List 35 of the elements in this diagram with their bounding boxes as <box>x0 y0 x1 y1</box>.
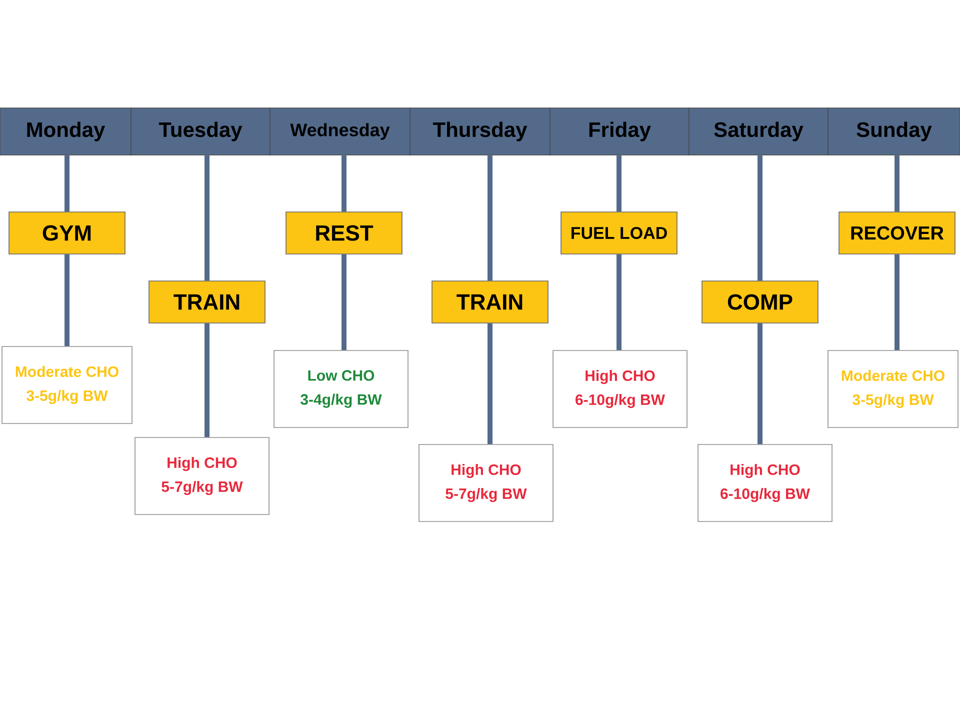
connector-line <box>488 323 492 444</box>
day-header: Wednesday <box>270 108 410 156</box>
connector-line <box>342 254 346 350</box>
connector-line <box>616 254 622 350</box>
intake-box: Low CHO 3-4g/kg BW <box>274 350 408 428</box>
connector-line <box>488 155 492 281</box>
day-header: Sunday <box>828 108 960 156</box>
connector-line <box>64 254 70 346</box>
connector-line <box>204 155 210 281</box>
intake-box: High CHO 6-10g/kg BW <box>552 350 688 428</box>
activity-box: RECOVER <box>838 212 956 254</box>
connector-line <box>616 155 622 212</box>
intake-box: High CHO 5-7g/kg BW <box>418 444 554 522</box>
day-header: Friday <box>550 108 690 156</box>
intake-box: High CHO 6-10g/kg BW <box>698 444 832 522</box>
day-header: Thursday <box>410 108 550 156</box>
activity-box: REST <box>286 212 402 254</box>
activity-box: FUEL LOAD <box>560 212 678 254</box>
connector-line <box>342 155 346 212</box>
connector-line <box>64 155 70 212</box>
activity-box: COMP <box>702 280 818 324</box>
intake-box: Moderate CHO 3-5g/kg BW <box>2 346 132 424</box>
activity-box: GYM <box>8 212 126 254</box>
connector-line <box>894 254 900 350</box>
activity-box: TRAIN <box>148 280 266 324</box>
connector-line <box>758 323 763 444</box>
connector-line <box>758 155 763 281</box>
intake-box: High CHO 5-7g/kg BW <box>134 437 270 515</box>
connector-line <box>204 323 210 438</box>
day-header: Saturday <box>688 108 828 156</box>
intake-box: Moderate CHO 3-5g/kg BW <box>828 350 958 428</box>
day-header: Tuesday <box>130 108 270 156</box>
activity-box: TRAIN <box>432 280 548 324</box>
day-header: Monday <box>0 108 132 156</box>
connector-line <box>894 155 900 212</box>
